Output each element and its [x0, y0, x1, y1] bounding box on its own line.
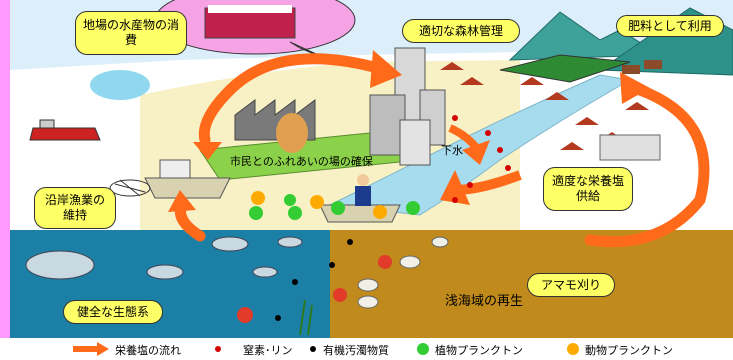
- legend-phyto-icon: [417, 343, 429, 355]
- legend-organic-dot-icon: [310, 346, 316, 352]
- fish-4: [252, 266, 278, 278]
- arrowhead-boat: [193, 142, 222, 160]
- river-arrow-body: [448, 124, 482, 153]
- label-healthy-ecosystem: 健全な生態系: [63, 300, 163, 324]
- citizens-group: [276, 113, 308, 153]
- legend-zoo-label: 動物プランクトン: [585, 344, 673, 357]
- label-nutrient-supply: 適度な栄養塩供給: [543, 167, 633, 211]
- arrowhead-sea: [168, 190, 196, 212]
- flow-arrow-fertilizer: [584, 84, 710, 248]
- legend-flow-label: 栄養塩の流れ: [115, 344, 181, 357]
- label-fertilizer-use: 肥料として利用: [616, 15, 724, 37]
- field-plot: [499, 54, 631, 83]
- organic-dots: [275, 239, 353, 321]
- fishing-boat: [29, 119, 101, 141]
- flow-arrow-city-to-boat: [198, 53, 391, 146]
- fish-1: [211, 236, 249, 252]
- legend-phyto-label: 植物プランクトン: [435, 344, 523, 357]
- crabs: [237, 255, 392, 323]
- label-shallow-regen: 浅海域の再生: [445, 294, 524, 309]
- shellfish: [357, 236, 449, 309]
- legend-organic-label: 有機汚濁物質: [323, 344, 389, 357]
- whale: [25, 250, 95, 280]
- legend: 栄養塩の流れ 窒素･リン 有機汚濁物質 植物プランクトン 動物プランクトン: [0, 338, 733, 360]
- sea-creatures: [25, 236, 303, 280]
- label-local-consumption: 地場の水産物の消費: [75, 11, 187, 55]
- legend-flow-arrow-icon: [73, 342, 109, 356]
- left-sidebar-bar: [0, 0, 10, 338]
- eelgrass: [299, 299, 313, 336]
- boat-left: [144, 159, 231, 199]
- arrowhead-fertilizer: [620, 72, 650, 104]
- arrowhead-river: [462, 140, 490, 165]
- fish-2: [146, 264, 184, 280]
- label-citizen-place: 市民とのふれあいの場の確保: [230, 155, 373, 168]
- label-sewage: 下水: [441, 144, 463, 157]
- label-eelgrass-cut: アマモ刈り: [527, 273, 615, 297]
- dining-tablecloth: [208, 5, 292, 13]
- phytoplankton: [249, 194, 420, 220]
- supply-arrow-body: [454, 170, 522, 195]
- legend-zoo-icon: [567, 343, 579, 355]
- warehouse: [599, 134, 661, 161]
- arrowhead-city: [370, 50, 402, 88]
- bathers: [90, 70, 150, 100]
- fisherman: [355, 174, 371, 206]
- fish-3: [277, 236, 303, 248]
- city-buildings: [369, 47, 446, 166]
- label-coastal-fishery: 沿岸漁業の維持: [34, 187, 116, 229]
- legend-nitrogen-dot-icon: [215, 346, 221, 352]
- zooplankton: [251, 191, 387, 219]
- cattle: [622, 60, 662, 74]
- label-forest-management: 適切な森林管理: [402, 19, 520, 43]
- nitrogen-dots: [452, 115, 511, 203]
- legend-nitrogen-label: 窒素･リン: [243, 344, 293, 357]
- houses: [440, 62, 649, 150]
